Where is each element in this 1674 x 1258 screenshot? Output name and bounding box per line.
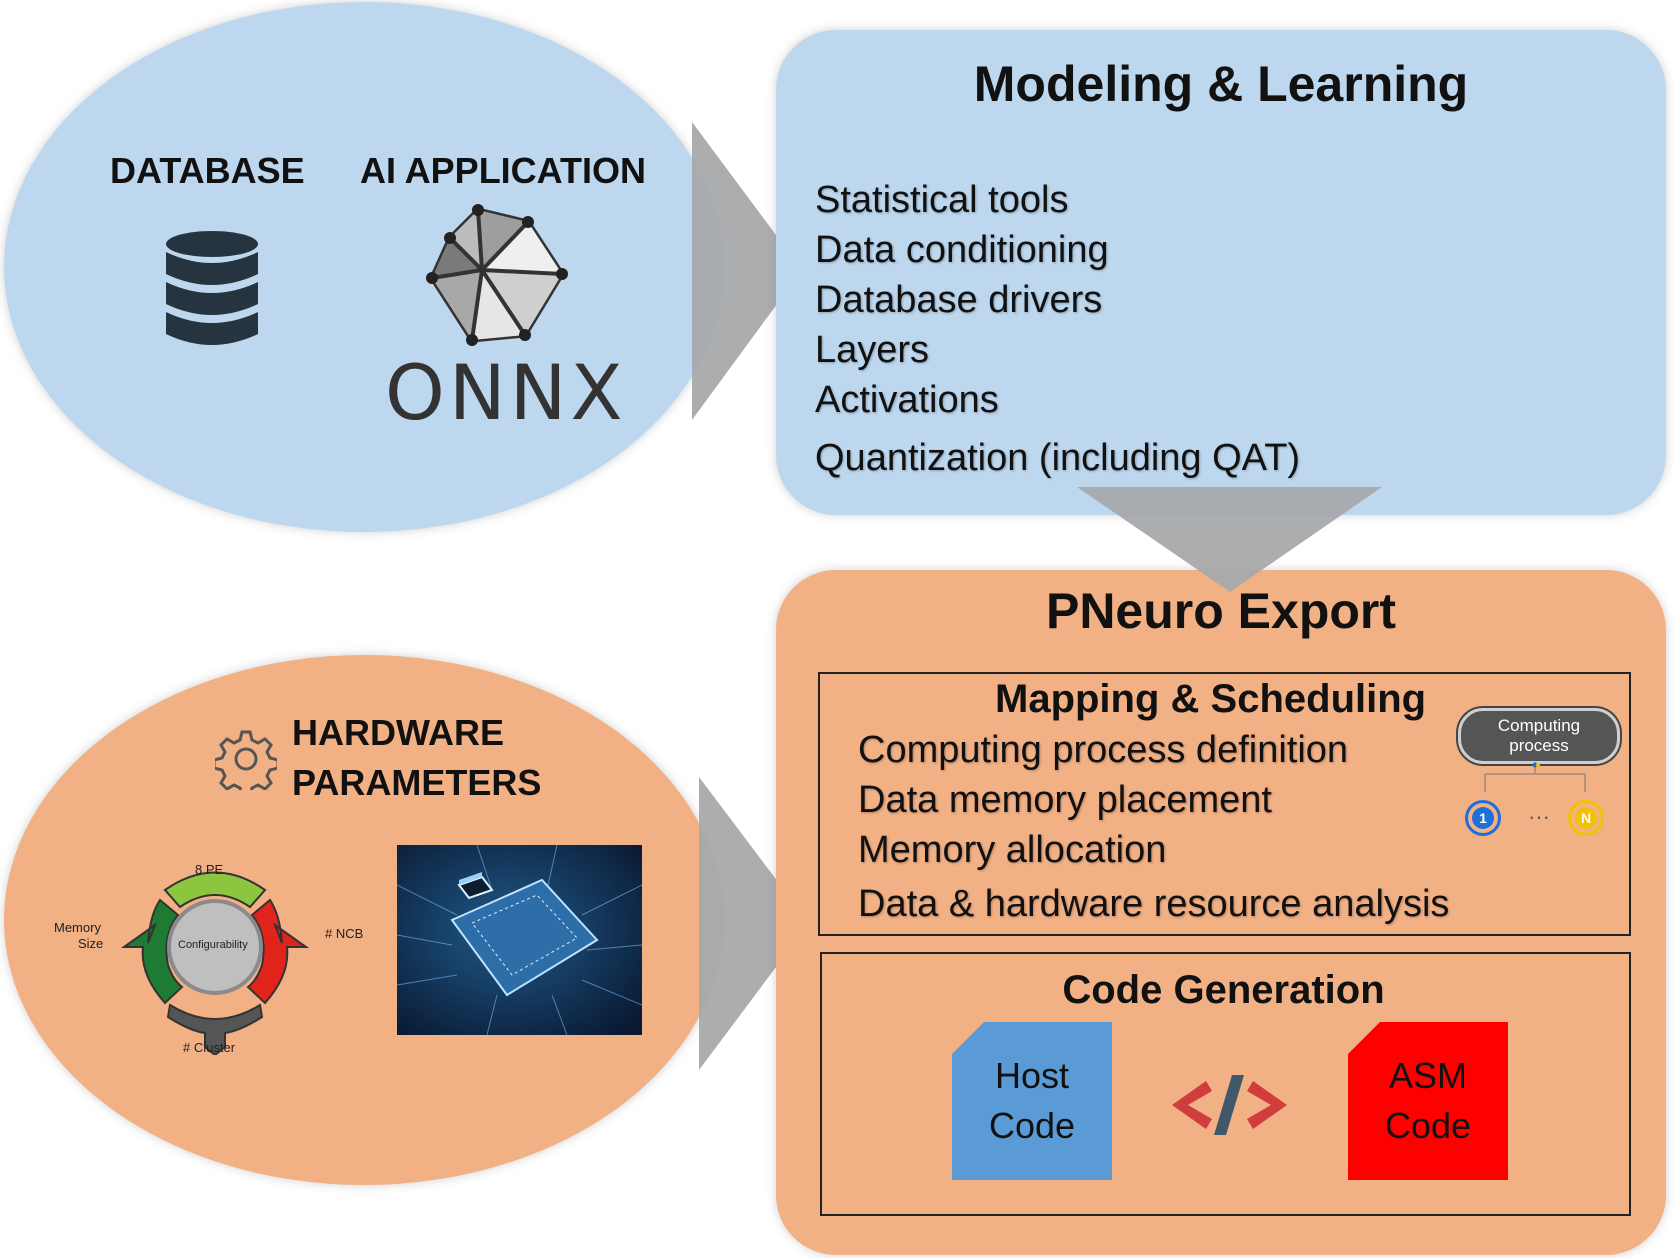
process-tree-lines bbox=[1484, 762, 1586, 792]
modeling-learning-title: Modeling & Learning bbox=[973, 56, 1469, 112]
modeling-item: Activations bbox=[815, 379, 999, 421]
computing-process-pill: Computing process bbox=[1458, 708, 1620, 764]
mapping-item: Data & hardware resource analysis bbox=[858, 883, 1450, 925]
pneuro-export-box bbox=[776, 570, 1666, 1255]
modeling-item: Database drivers bbox=[815, 279, 1103, 321]
ai-application-label: AI APPLICATION bbox=[360, 150, 646, 191]
process-node-last-label: N bbox=[1575, 807, 1597, 829]
modeling-learning-box bbox=[776, 30, 1666, 515]
hardware-label-line1: HARDWARE bbox=[292, 712, 504, 753]
asm-code-document: ASM Code bbox=[1348, 1022, 1508, 1180]
wheel-left-label-line2: Size bbox=[78, 936, 104, 951]
host-code-document: Host Code bbox=[952, 1022, 1112, 1180]
process-node-dots: ··· bbox=[1528, 804, 1550, 829]
modeling-item: Data conditioning bbox=[815, 229, 1109, 271]
database-label: DATABASE bbox=[110, 150, 305, 191]
gear-icon bbox=[215, 730, 277, 790]
modeling-items-list: Statistical tools Data conditioning Data… bbox=[815, 175, 1300, 483]
code-generation-box bbox=[820, 952, 1631, 1216]
arrow-to-export bbox=[699, 777, 809, 1070]
input-ellipse bbox=[4, 2, 724, 532]
pneuro-export-title: PNeuro Export bbox=[1045, 583, 1397, 639]
modeling-item: Layers bbox=[815, 329, 930, 371]
host-code-line1: Host bbox=[994, 1055, 1070, 1096]
mapping-scheduling-title: Mapping & Scheduling bbox=[995, 677, 1427, 721]
wheel-center-label: Configurability bbox=[178, 939, 248, 951]
modeling-item: Statistical tools bbox=[815, 179, 1069, 221]
mapping-item: Memory allocation bbox=[858, 829, 1167, 871]
wheel-right-label: # NCB bbox=[325, 926, 364, 941]
mapping-items-list: Computing process definition Data memory… bbox=[858, 725, 1449, 929]
host-code-line2: Code bbox=[988, 1105, 1076, 1146]
arrow-to-modeling bbox=[692, 122, 802, 420]
process-node-first-label: 1 bbox=[1472, 807, 1494, 829]
wheel-left-label-line1: Memory bbox=[54, 920, 101, 935]
process-node-last: N bbox=[1568, 800, 1604, 836]
database-icon bbox=[166, 231, 258, 345]
mapping-scheduling-box bbox=[818, 672, 1631, 936]
code-generation-title: Code Generation bbox=[1062, 968, 1385, 1012]
onnx-logo-icon bbox=[426, 204, 568, 346]
mapping-item: Computing process definition bbox=[858, 729, 1349, 771]
computing-process-label-line1: Computing bbox=[1497, 716, 1581, 735]
hardware-label-line2: PARAMETERS bbox=[292, 762, 542, 803]
process-node-first: 1 bbox=[1465, 800, 1501, 836]
wheel-bottom-label: # Cluster bbox=[183, 1040, 236, 1055]
onnx-logo-text: ONNX bbox=[385, 348, 627, 437]
chip-image bbox=[397, 845, 642, 1035]
asm-code-line2: Code bbox=[1384, 1105, 1472, 1146]
configurability-wheel bbox=[120, 871, 310, 1055]
arrow-to-pneuro-export bbox=[1077, 487, 1382, 592]
mapping-item: Data memory placement bbox=[858, 779, 1272, 821]
computing-process-label-line2: process bbox=[1509, 736, 1569, 755]
modeling-item: Quantization (including QAT) bbox=[815, 437, 1301, 479]
asm-code-line1: ASM bbox=[1388, 1055, 1467, 1096]
code-brackets-icon bbox=[1172, 1075, 1287, 1135]
wheel-top-label: 8 PE bbox=[195, 862, 224, 877]
